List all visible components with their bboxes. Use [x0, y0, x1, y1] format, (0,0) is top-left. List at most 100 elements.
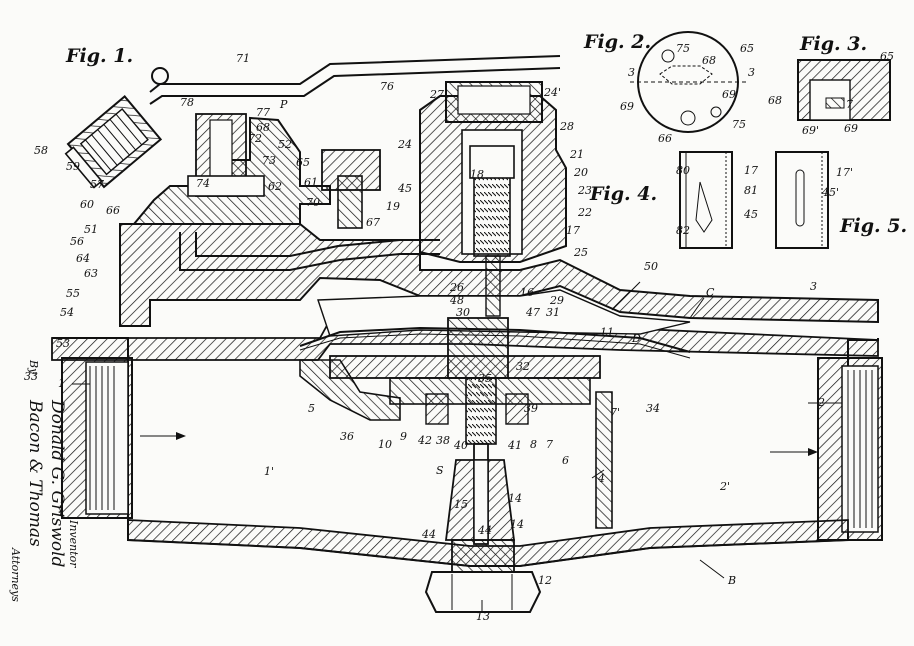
label: 14	[510, 518, 524, 531]
label: 47	[525, 306, 540, 319]
label: 76	[380, 80, 394, 93]
label: D	[631, 332, 641, 345]
label: 56	[70, 235, 84, 248]
label: 15	[454, 498, 468, 511]
label: 4	[597, 472, 605, 485]
label: 40	[453, 439, 468, 452]
label: 21	[569, 148, 584, 161]
label: 7	[546, 438, 553, 451]
label: 62	[268, 180, 282, 193]
label: 2'	[719, 480, 730, 493]
fig4-sleeve	[679, 151, 733, 249]
spring-screw	[473, 175, 511, 257]
label: 18	[470, 168, 484, 181]
label: 31	[546, 306, 560, 319]
label: 42	[417, 434, 432, 447]
fig3-section	[797, 59, 891, 121]
label: 44	[421, 528, 436, 541]
fig2-disc-detail	[630, 31, 746, 133]
inventor-role: Inventor	[67, 519, 80, 568]
bottom-nut	[424, 571, 542, 613]
label: 45	[743, 208, 758, 221]
valve-stem	[465, 377, 497, 445]
flow-arrow-outlet	[770, 448, 818, 456]
label: 22	[577, 206, 592, 219]
label: 59	[66, 160, 80, 173]
reference-labels: 71 76 78 77 68 P 52 72 73 65 62 61 70 67…	[24, 42, 894, 623]
label: 17	[566, 224, 580, 237]
label: 45	[397, 182, 412, 195]
label: 66	[658, 132, 672, 145]
label: 67	[366, 216, 380, 229]
label: 68	[768, 94, 782, 107]
label: 32	[516, 360, 530, 373]
label: 11	[600, 326, 614, 339]
label: 17'	[836, 166, 853, 179]
inventor-block: Inventor Donald G. Griswold By Bacon & T…	[9, 359, 80, 602]
label: 65	[740, 42, 754, 55]
label: 36	[340, 430, 354, 443]
label: B	[727, 574, 736, 587]
label: 14	[508, 492, 522, 505]
label: 68	[702, 54, 716, 67]
label: 82	[676, 224, 690, 237]
label: 29	[549, 294, 564, 307]
label: 8	[530, 438, 537, 451]
fig2-title: Fig. 2.	[583, 31, 651, 53]
label: 65	[880, 50, 894, 63]
label: 69'	[802, 124, 819, 137]
attorneys-role: Attorneys	[9, 547, 22, 602]
label: 39	[524, 402, 538, 415]
label: 7'	[610, 406, 620, 419]
label: 30	[456, 306, 470, 319]
label: 33	[24, 370, 38, 383]
label: 28	[559, 120, 574, 133]
label: 64	[76, 252, 90, 265]
attorneys-signature: Bacon & Thomas	[25, 399, 45, 547]
label: 68	[256, 121, 270, 134]
label: 12	[538, 574, 552, 587]
label: 9	[400, 430, 407, 443]
label: 10	[378, 438, 392, 451]
label: 63	[84, 267, 98, 280]
label: 20	[573, 166, 588, 179]
fig4-title: Fig. 4.	[589, 183, 657, 205]
label: 52	[278, 138, 292, 151]
label: 54	[60, 306, 74, 319]
label: 35	[478, 372, 492, 385]
label: 77	[256, 106, 270, 119]
label: 23	[577, 184, 592, 197]
fig1-title: Fig. 1.	[65, 45, 133, 67]
label: 19	[386, 200, 400, 213]
label: 69	[722, 88, 736, 101]
label: 45'	[821, 186, 839, 199]
label: C	[706, 286, 715, 299]
valve-hub	[447, 317, 509, 379]
label: 74	[196, 177, 210, 190]
label: 60	[80, 198, 94, 211]
fig3-title: Fig. 3.	[799, 33, 867, 55]
label: 3	[748, 66, 755, 79]
inventor-by: By	[27, 359, 40, 375]
label: 24	[397, 138, 412, 151]
label: 69	[844, 122, 858, 135]
label: 7	[846, 98, 853, 111]
label: 34	[646, 402, 660, 415]
label: 3	[628, 66, 635, 79]
label: 65	[296, 156, 310, 169]
label: 55	[66, 287, 80, 300]
label: 48	[449, 294, 464, 307]
label: 16	[520, 286, 534, 299]
label: 25	[573, 246, 588, 259]
label: 58	[34, 144, 48, 157]
label: 75	[676, 42, 690, 55]
outlet-threads	[847, 370, 873, 528]
label: 44	[477, 524, 492, 537]
label: 81	[744, 184, 758, 197]
strainer-unit	[64, 95, 163, 189]
label: 6	[562, 454, 569, 467]
fig5-title: Fig. 5.	[839, 215, 907, 237]
label: 27	[429, 88, 444, 101]
